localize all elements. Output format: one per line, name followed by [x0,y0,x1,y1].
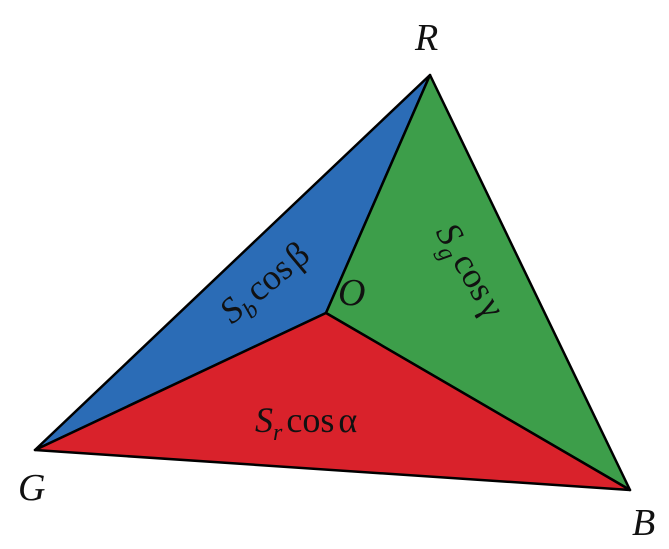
vertex-label-o: O [338,272,365,314]
vertex-label-r: R [414,17,438,59]
vertex-label-b: B [632,502,655,544]
vertex-label-g: G [18,467,45,509]
region-red [33,311,632,492]
